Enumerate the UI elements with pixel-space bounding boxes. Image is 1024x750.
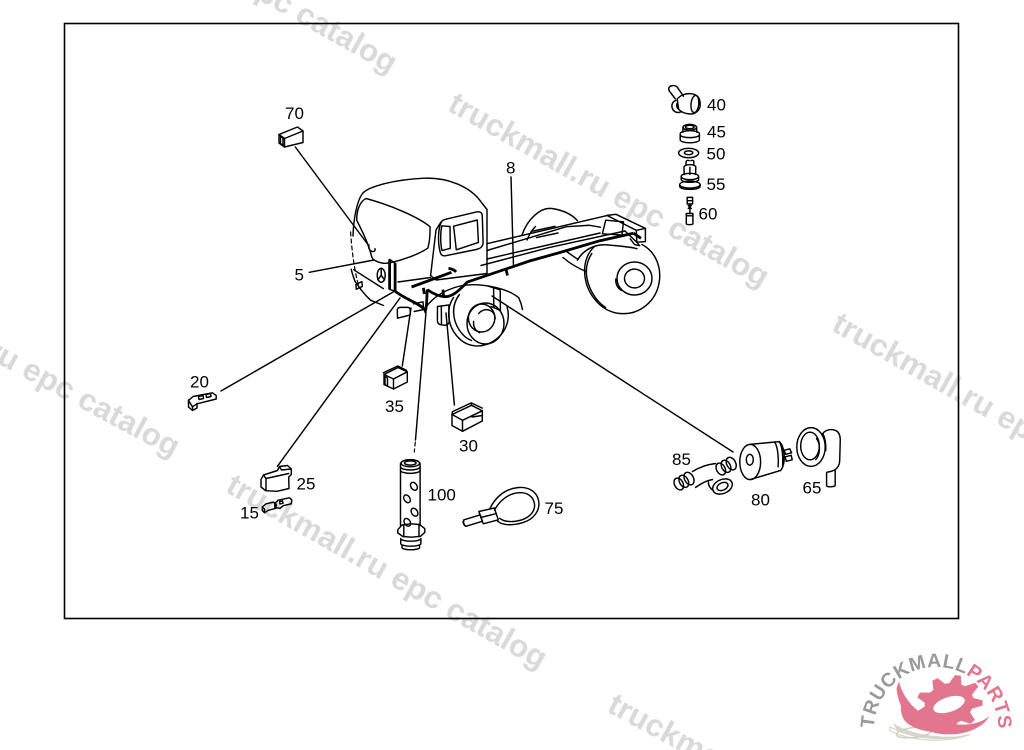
svg-text:35: 35 <box>385 397 404 416</box>
svg-text:15: 15 <box>240 504 259 523</box>
svg-text:55: 55 <box>707 175 726 194</box>
svg-text:65: 65 <box>803 479 822 498</box>
svg-text:20: 20 <box>190 373 209 392</box>
svg-text:70: 70 <box>285 104 304 123</box>
svg-text:80: 80 <box>751 491 770 510</box>
svg-text:45: 45 <box>707 123 726 142</box>
svg-text:85: 85 <box>672 450 691 469</box>
svg-text:5: 5 <box>295 266 304 285</box>
svg-text:40: 40 <box>707 96 726 115</box>
svg-text:8: 8 <box>506 159 515 178</box>
svg-text:75: 75 <box>545 499 564 518</box>
svg-text:25: 25 <box>297 475 316 494</box>
svg-text:60: 60 <box>699 205 718 224</box>
svg-text:30: 30 <box>459 437 478 456</box>
svg-text:50: 50 <box>707 145 726 164</box>
svg-text:100: 100 <box>428 486 456 505</box>
